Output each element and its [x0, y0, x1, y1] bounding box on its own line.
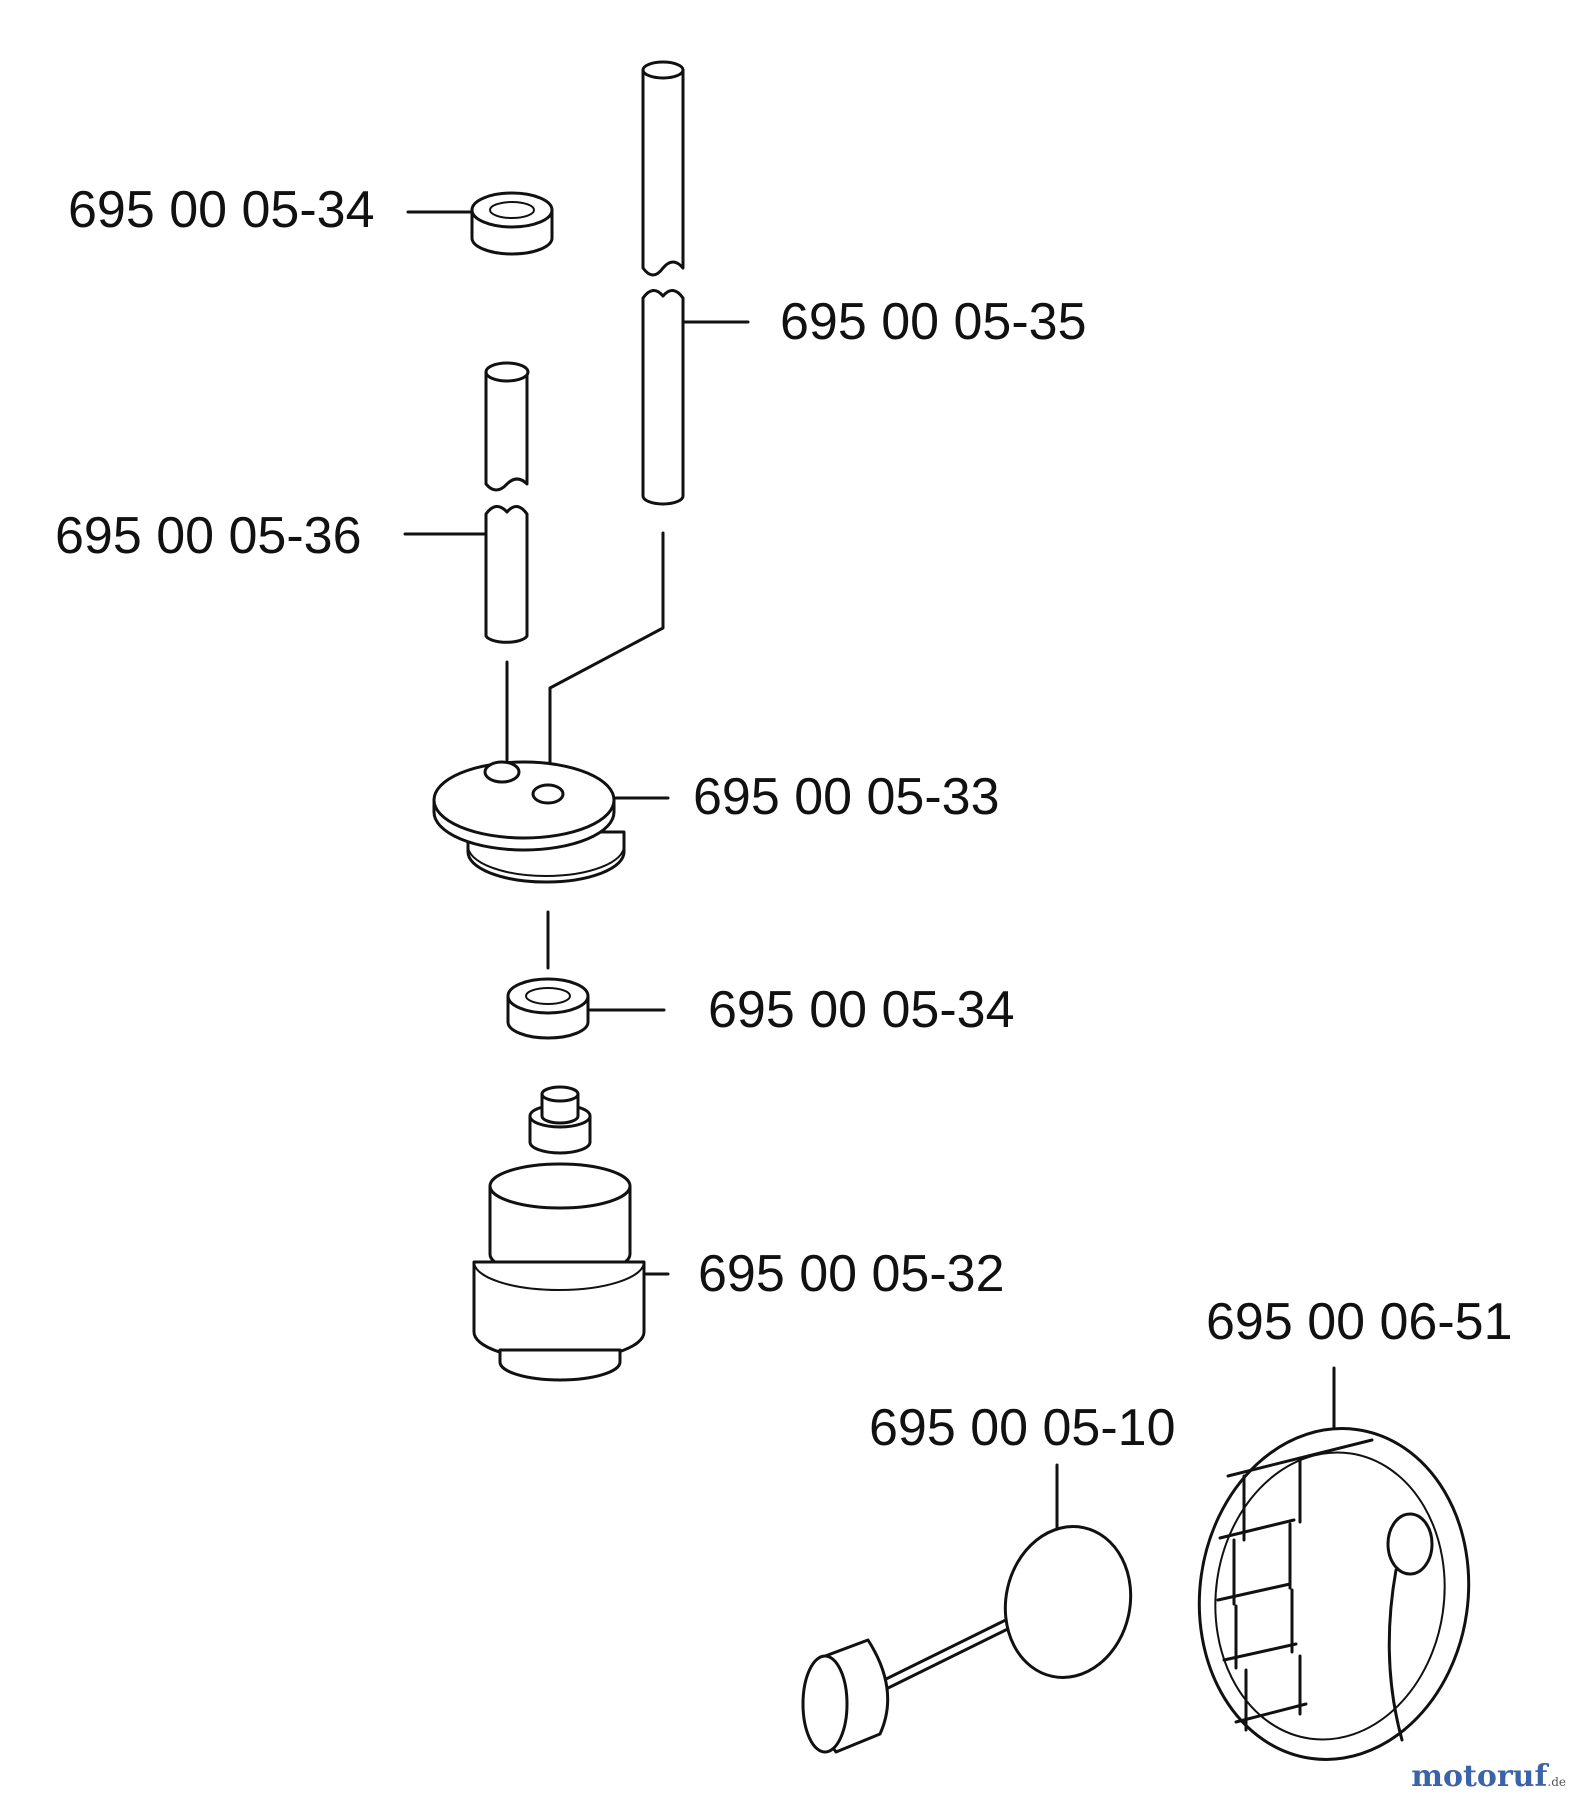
strainer-rod-edge [878, 1616, 1032, 1694]
grommet-top-part [406, 191, 554, 256]
label-grommet-top: 695 00 05-34 [68, 181, 375, 239]
label-hose-short: 695 00 05-36 [55, 507, 362, 565]
watermark-tld: .de [1547, 1775, 1566, 1789]
label-plug: 695 00 05-33 [693, 768, 1000, 826]
filter-part [472, 1085, 670, 1382]
label-filter: 695 00 05-32 [698, 1245, 1005, 1303]
watermark-name: motoruf [1411, 1759, 1548, 1794]
leader-hose-long-to-plug [548, 531, 665, 772]
label-strainer: 695 00 05-10 [869, 1399, 1176, 1457]
hose-short-part [403, 361, 530, 762]
label-cap: 695 00 06-51 [1206, 1293, 1513, 1351]
hose-long-part [548, 60, 750, 772]
plug-part [432, 760, 670, 884]
label-hose-long: 695 00 05-35 [780, 293, 1087, 351]
label-grommet-bottom: 695 00 05-34 [708, 981, 1015, 1039]
strainer-part [801, 1463, 1133, 1754]
grommet-bottom-part [506, 910, 666, 1040]
watermark-logo: motoruf.de [1411, 1762, 1566, 1792]
cap-part [1197, 1366, 1471, 1761]
